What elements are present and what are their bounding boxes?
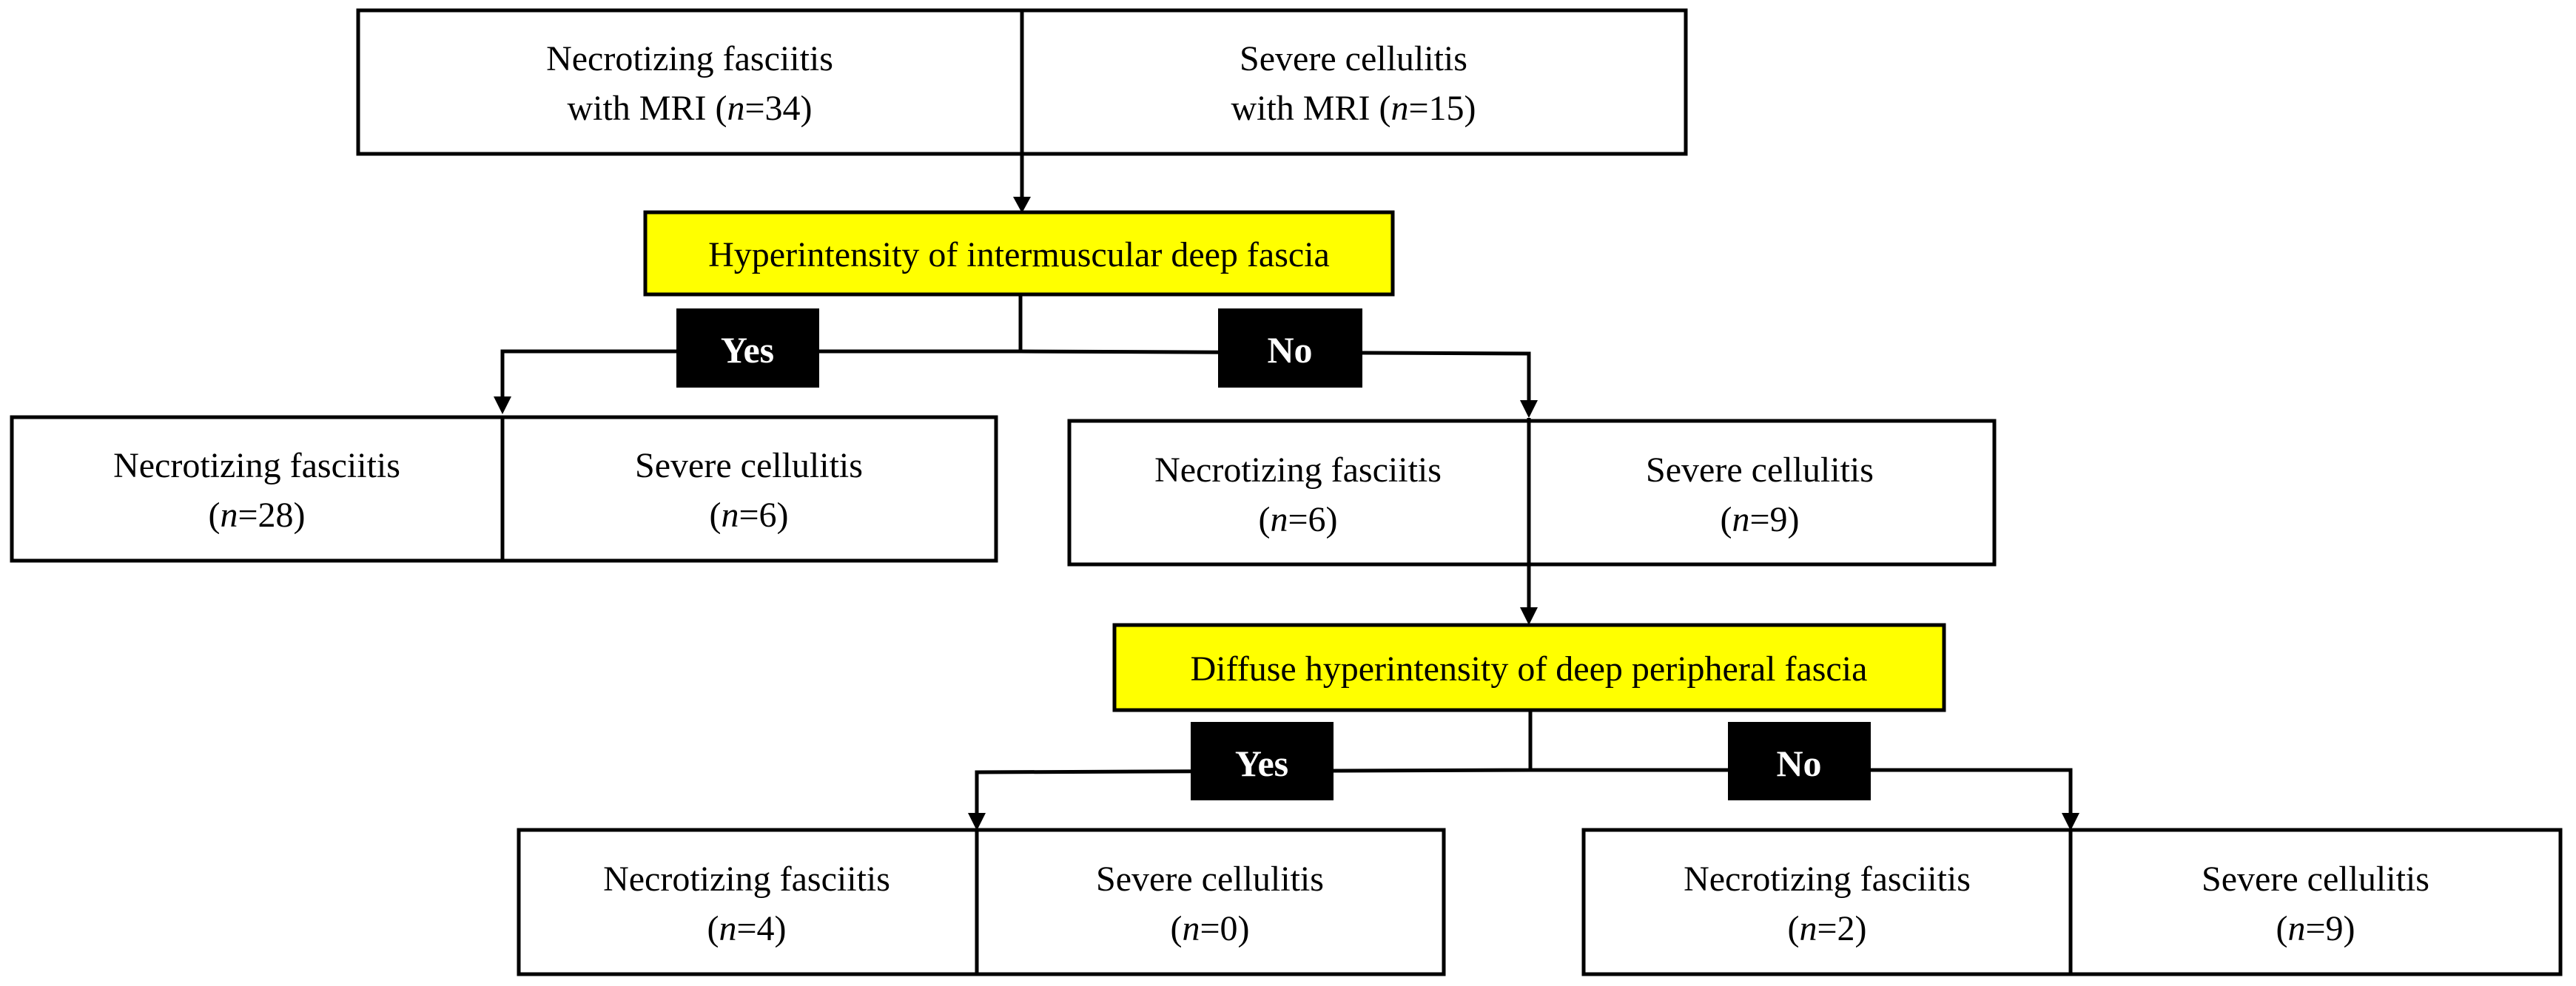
arrow-head-q2 — [1520, 607, 1538, 625]
level2-yes-box: Necrotizing fasciitis (n=28) Severe cell… — [10, 415, 998, 563]
top-right-line1: Severe cellulitis — [1240, 39, 1467, 78]
level3-no-right-line1: Severe cellulitis — [2202, 860, 2429, 899]
arrow-head-yes1 — [494, 396, 511, 414]
branch1-no-badge: No — [1218, 308, 1362, 388]
top-left-line2: with MRI (n=34) — [567, 89, 812, 128]
branch2-no-bg — [1728, 722, 1871, 800]
level3-no-left-line1: Necrotizing fasciitis — [1684, 860, 1971, 899]
level2-yes-left-line2: (n=28) — [208, 496, 305, 535]
question1-frame — [643, 210, 1395, 297]
top-left-line1: Necrotizing fasciitis — [546, 39, 833, 78]
level3-yes-left-line2: (n=4) — [707, 909, 786, 948]
level2-yes-right-line1: Severe cellulitis — [635, 446, 863, 485]
arrow-head-no1 — [1520, 400, 1538, 418]
branch1-no-label: No — [1267, 329, 1312, 371]
level2-no-box: Necrotizing fasciitis (n=6) Severe cellu… — [1067, 419, 1997, 567]
arrow-head-yes2 — [968, 813, 986, 831]
branch2-yes-bg — [1191, 722, 1334, 800]
level2-no-right-line2: (n=9) — [1720, 500, 1799, 539]
branch1-yes-label: Yes — [721, 329, 774, 371]
question2-box: Diffuse hyperintensity of deep periphera… — [1112, 623, 1946, 712]
branch1-no-bg — [1218, 308, 1362, 388]
branch2-yes-badge: Yes — [1191, 722, 1334, 800]
arrow-head-no2 — [2062, 813, 2079, 831]
arrow-head-q1 — [1013, 197, 1031, 213]
question2-frame — [1112, 623, 1946, 712]
connector-q2-no — [1530, 768, 2073, 816]
level3-yes-left-line1: Necrotizing fasciitis — [603, 860, 890, 899]
branch1-yes-bg — [676, 308, 819, 388]
question1-label: Hyperintensity of intermuscular deep fas… — [708, 235, 1330, 274]
level2-yes-left-line1: Necrotizing fasciitis — [113, 446, 400, 485]
level2-no-left-line2: (n=6) — [1258, 500, 1337, 539]
branch2-yes-label: Yes — [1235, 743, 1288, 784]
level2-no-frame — [1067, 419, 1997, 567]
top-box: Necrotizing fasciitis with MRI (n=34) Se… — [356, 8, 1688, 156]
level3-no-right-line2: (n=9) — [2276, 909, 2355, 948]
question2-label: Diffuse hyperintensity of deep periphera… — [1191, 649, 1868, 689]
level2-no-right-line1: Severe cellulitis — [1646, 450, 1874, 490]
top-right-line2: with MRI (n=15) — [1231, 89, 1476, 128]
branch2-no-label: No — [1776, 743, 1821, 784]
question1-box: Hyperintensity of intermuscular deep fas… — [643, 210, 1395, 297]
level3-yes-right-line2: (n=0) — [1170, 909, 1249, 948]
level3-yes-frame — [517, 828, 1446, 976]
connector-q1-no — [1020, 349, 1531, 403]
level3-yes-box: Necrotizing fasciitis (n=4) Severe cellu… — [517, 828, 1446, 976]
level2-yes-right-line2: (n=6) — [709, 496, 788, 535]
level3-no-left-line2: (n=2) — [1787, 909, 1866, 948]
level2-no-left-line1: Necrotizing fasciitis — [1154, 450, 1442, 490]
branch1-yes-badge: Yes — [676, 308, 819, 388]
branch2-no-badge: No — [1728, 722, 1871, 800]
level3-yes-right-line1: Severe cellulitis — [1096, 860, 1324, 899]
level3-no-box: Necrotizing fasciitis (n=2) Severe cellu… — [1581, 828, 2563, 976]
